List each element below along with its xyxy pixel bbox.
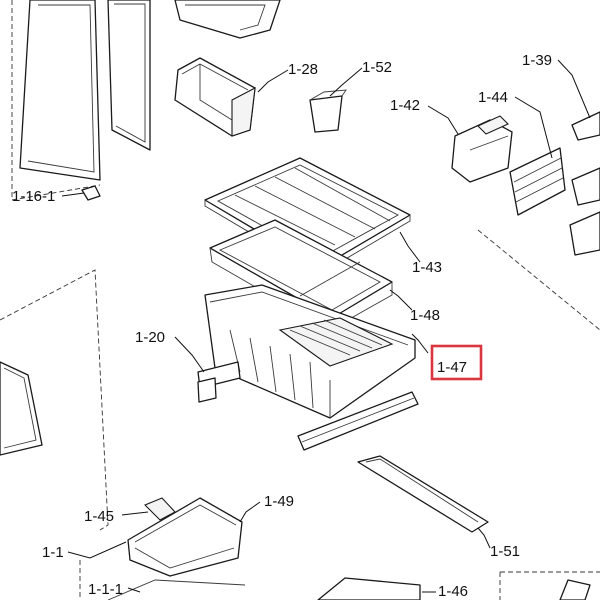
label-1-16-1: 1-16-1: [12, 188, 55, 205]
label-1-52: 1-52: [362, 59, 392, 76]
label-1-51: 1-51: [490, 543, 520, 560]
highlight-box-1-47: [430, 344, 483, 381]
label-1-45: 1-45: [84, 508, 114, 525]
label-1-20: 1-20: [135, 329, 165, 346]
strip-1-51: [357, 455, 489, 533]
label-1-1-1: 1-1-1: [88, 581, 123, 598]
label-1-49: 1-49: [264, 493, 294, 510]
clip-1-16-1: [81, 185, 101, 201]
label-1-39: 1-39: [522, 52, 552, 69]
label-1-44: 1-44: [478, 89, 508, 106]
cup-1-52: [309, 89, 347, 133]
top-shelf-piece: [174, 0, 281, 39]
dispenser-1-42: [451, 115, 513, 183]
label-1-46: 1-46: [438, 583, 468, 600]
glass-shelf-left: [0, 269, 109, 531]
label-1-48: 1-48: [410, 307, 440, 324]
bottom-drawer-1-46: [79, 560, 600, 600]
ice-bin-1-49: [127, 497, 243, 577]
bin-1-28: [174, 57, 256, 137]
label-1-1: 1-1: [42, 544, 64, 561]
label-1-42: 1-42: [390, 97, 420, 114]
label-1-28: 1-28: [288, 61, 318, 78]
door-panel: [11, 0, 151, 201]
label-1-47: 1-47: [437, 359, 467, 376]
crisper-drawer-1-47: [204, 284, 416, 419]
part-labels: 1-16-1 1-28 1-52 1-42 1-44 1-39 1-43 1-4…: [12, 52, 552, 600]
label-1-43: 1-43: [412, 259, 442, 276]
leader-lines: [61, 59, 591, 593]
grille-1-44: [509, 147, 566, 216]
door-shelves-right: [477, 111, 600, 331]
slide-rails: [197, 361, 419, 451]
